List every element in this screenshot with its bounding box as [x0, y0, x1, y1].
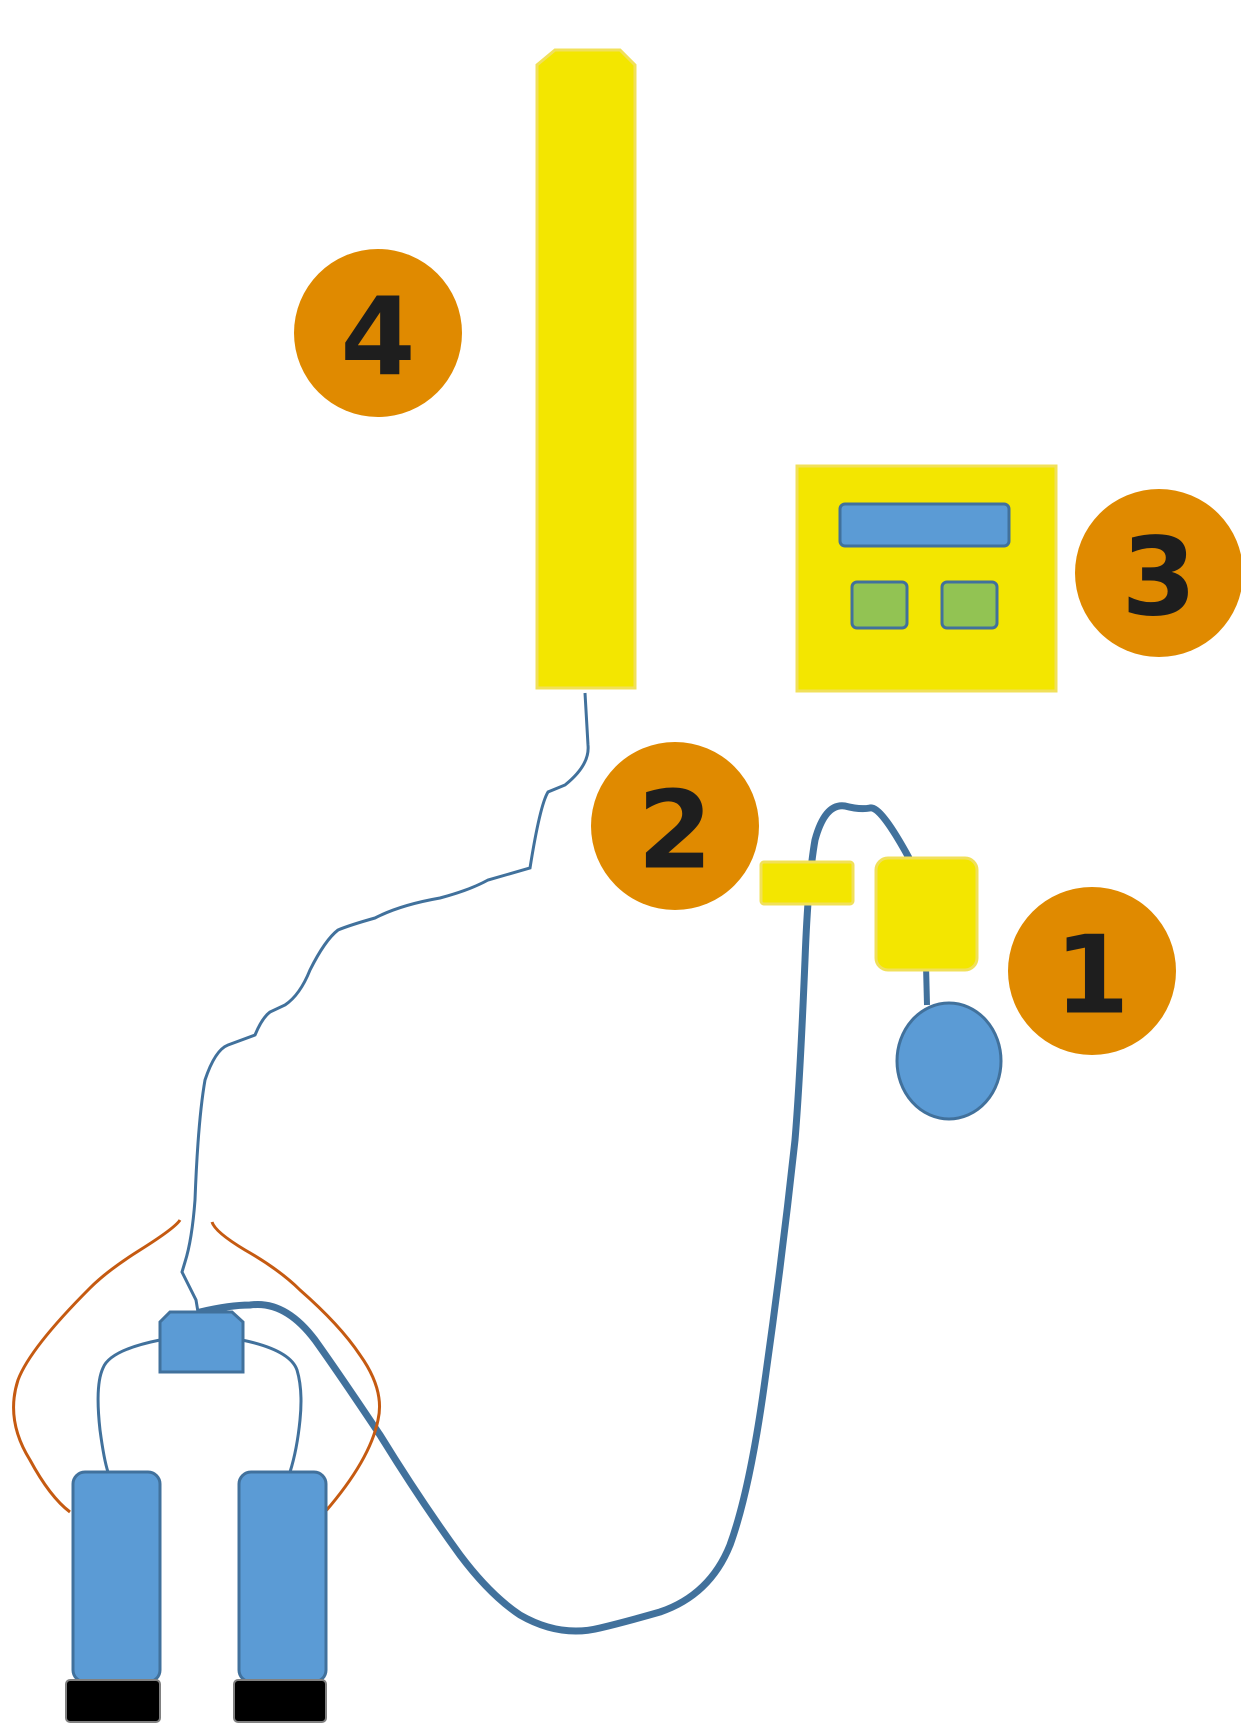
left-green-button	[850, 580, 909, 630]
thick-tube-line	[196, 802, 913, 1635]
pump-unit-icon	[874, 856, 979, 1006]
blue-leg-sleeves-icon	[65, 1310, 328, 1723]
badge-2: 2	[591, 742, 759, 910]
right-leg-sleeve	[237, 1470, 328, 1684]
left-foot	[65, 1679, 161, 1723]
tube-hub	[158, 1310, 245, 1374]
tall-yellow-panel-icon	[535, 48, 637, 690]
badge-3-label: 3	[1121, 516, 1196, 641]
right-orange-wire	[210, 1221, 382, 1513]
display-screen	[838, 502, 1011, 548]
badge-2-label: 2	[637, 769, 712, 894]
thin-tube-line	[180, 692, 590, 1313]
badge-1-label: 1	[1054, 914, 1129, 1039]
connector-icon	[759, 860, 855, 906]
left-leg-sleeve	[71, 1470, 162, 1684]
control-box-icon	[795, 464, 1058, 693]
left-orange-wire	[12, 1219, 182, 1514]
badge-4-label: 4	[340, 276, 415, 401]
badge-4: 4	[294, 249, 462, 417]
right-green-button	[940, 580, 999, 630]
blue-bulb-icon	[895, 1001, 1003, 1121]
right-foot	[233, 1679, 327, 1723]
badge-1: 1	[1008, 887, 1176, 1055]
badge-3: 3	[1075, 489, 1241, 657]
